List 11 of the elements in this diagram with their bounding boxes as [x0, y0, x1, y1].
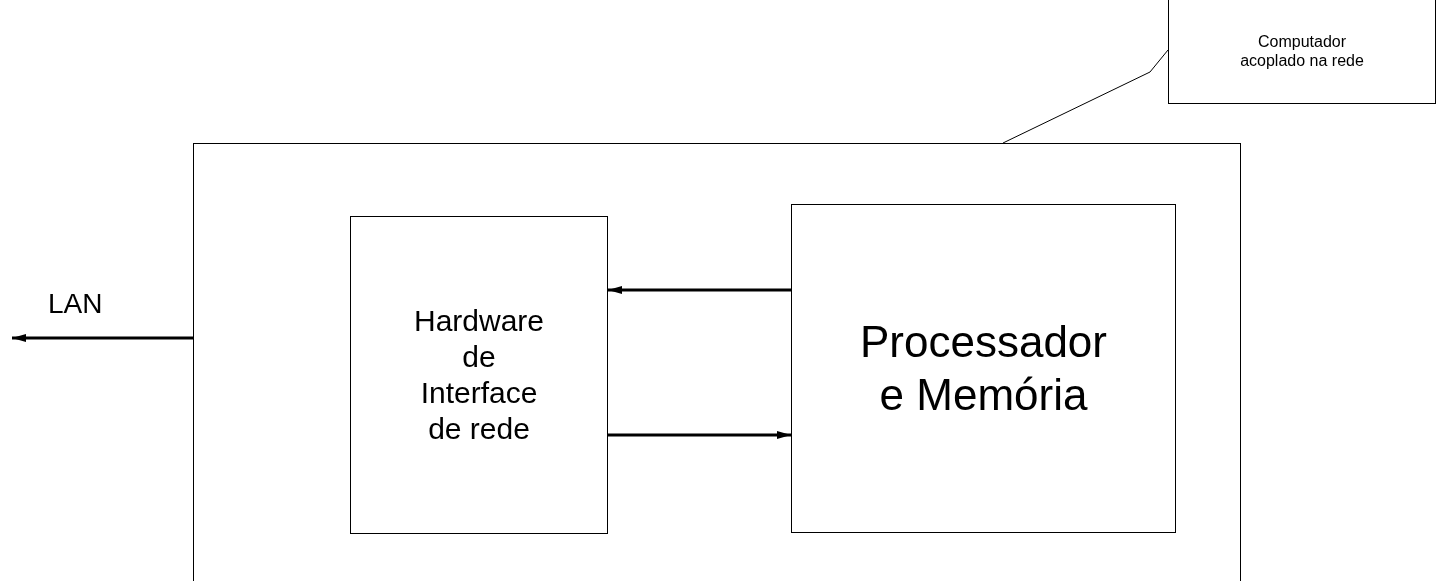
callout-box	[1168, 0, 1436, 104]
container-box	[791, 204, 1176, 533]
callout-text: Computador acoplado na rede	[1239, 31, 1365, 71]
arrow	[12, 334, 193, 342]
box-label: Processador e Memória	[859, 315, 1108, 421]
container-box	[350, 216, 608, 534]
arrow	[608, 431, 791, 439]
arrow	[608, 286, 791, 294]
box-label: Hardware de Interface de rede	[412, 303, 546, 447]
container-box	[193, 143, 1241, 581]
leader-line	[1002, 49, 1169, 144]
